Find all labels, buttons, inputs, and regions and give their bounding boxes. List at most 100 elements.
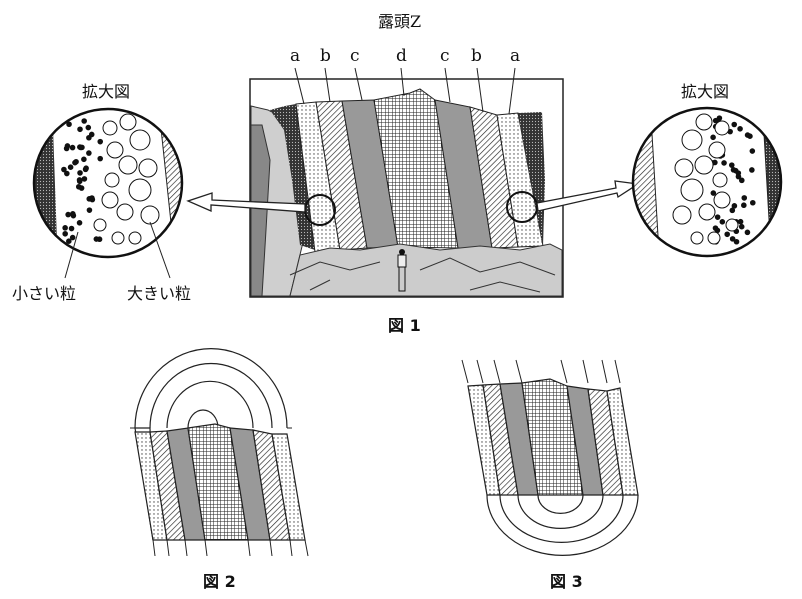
- small-grain: [76, 220, 83, 226]
- magnified-label-left: 拡大図: [82, 82, 131, 101]
- large-grain: [106, 141, 124, 159]
- large-grain: [674, 158, 694, 178]
- small-grain: [729, 236, 736, 242]
- small-grain: [749, 199, 756, 206]
- small-grain: [69, 144, 76, 151]
- arrow-left: [186, 192, 306, 213]
- small-grain: [62, 230, 68, 237]
- small-grain: [729, 207, 736, 214]
- large-grain: [111, 231, 125, 245]
- small-grain: [749, 148, 756, 154]
- magnified-label-right: 拡大図: [681, 82, 730, 101]
- small-grain: [93, 236, 100, 242]
- large-grain: [707, 231, 721, 245]
- large-grain: [712, 172, 728, 188]
- small-grain: [75, 183, 82, 190]
- figure-3-fold: [486, 494, 639, 556]
- small-grain: [97, 138, 104, 145]
- small-grain: [81, 156, 87, 163]
- ground: [289, 243, 563, 297]
- small-grain: [710, 134, 716, 141]
- small-grain: [66, 238, 72, 245]
- layer-label-a-left: a: [290, 46, 301, 66]
- large-grain: [93, 218, 107, 232]
- small-grain: [733, 238, 740, 245]
- small-grain: [76, 177, 83, 183]
- small-grain: [83, 165, 89, 172]
- large-grain: [725, 218, 739, 232]
- person-figure: [397, 249, 407, 292]
- small-grain: [719, 219, 726, 225]
- small-grain: [716, 115, 723, 121]
- small-grain: [61, 166, 67, 173]
- large-grain: [116, 203, 134, 221]
- layer-label-c-right: c: [440, 46, 450, 66]
- small-grain: [738, 177, 745, 184]
- large-grain: [128, 178, 152, 202]
- small-grain: [97, 155, 104, 162]
- large-grain-leader: [149, 221, 171, 279]
- layer-label-d: d: [396, 46, 407, 66]
- small-grain: [77, 170, 83, 176]
- outcrop-photo: [249, 78, 564, 298]
- small-grain: [68, 225, 75, 232]
- small-grain: [744, 229, 751, 236]
- small-grain: [62, 225, 68, 231]
- large-grain: [129, 129, 151, 151]
- large-grain: [101, 191, 119, 209]
- small-grain: [86, 150, 92, 156]
- small-grain: [89, 195, 95, 201]
- magnified-view-right: [633, 108, 781, 256]
- magnified-view-left: [34, 109, 182, 257]
- layer-label-b-right: b: [471, 46, 482, 66]
- small-grain: [65, 211, 71, 218]
- small-grain: [69, 234, 76, 241]
- small-grain: [88, 131, 95, 138]
- dark-layer-right: [518, 112, 545, 246]
- dark-layer-left: [270, 104, 315, 250]
- large-grain: [680, 178, 704, 202]
- large-grain: [694, 155, 714, 175]
- large-grain: [102, 120, 118, 136]
- small-grain: [67, 164, 74, 170]
- small-grain: [85, 124, 92, 131]
- figure-2-caption: 図 2: [203, 572, 236, 591]
- small-grain: [710, 190, 717, 196]
- large-grain: [690, 231, 704, 245]
- small-grain: [731, 203, 738, 209]
- small-grain: [737, 218, 744, 225]
- large-grain: [713, 191, 731, 209]
- small-grain: [744, 132, 751, 138]
- large-grain: [138, 158, 158, 178]
- large-grain: [140, 205, 160, 225]
- small-grain: [738, 223, 745, 230]
- large-grain: [681, 129, 703, 151]
- small-grain-leader: [64, 231, 79, 279]
- large-grain: [672, 205, 692, 225]
- outcrop-title: 露頭Z: [378, 12, 422, 31]
- small-grain: [735, 173, 742, 180]
- small-grain: [712, 117, 719, 124]
- figure-3-caption: 図 3: [550, 572, 583, 591]
- small-grain: [724, 231, 731, 238]
- small-grain: [78, 144, 84, 151]
- small-grain: [749, 167, 755, 173]
- small-grain: [732, 167, 739, 174]
- small-grain: [81, 118, 87, 124]
- small-grain: [70, 211, 76, 217]
- large-grain: [118, 155, 138, 175]
- small-grain-label: 小さい粒: [12, 284, 77, 303]
- figure-1-caption: 図 1: [388, 316, 421, 335]
- small-grain: [721, 160, 727, 166]
- small-grain: [77, 126, 83, 133]
- large-grain: [698, 203, 716, 221]
- small-grain: [64, 143, 71, 149]
- large-grain: [128, 231, 142, 245]
- small-grain: [86, 207, 93, 213]
- small-grain: [741, 202, 747, 209]
- small-grain: [741, 195, 748, 201]
- layer-label-leaders: [294, 67, 516, 115]
- small-grain: [64, 170, 70, 177]
- large-grain: [708, 141, 726, 159]
